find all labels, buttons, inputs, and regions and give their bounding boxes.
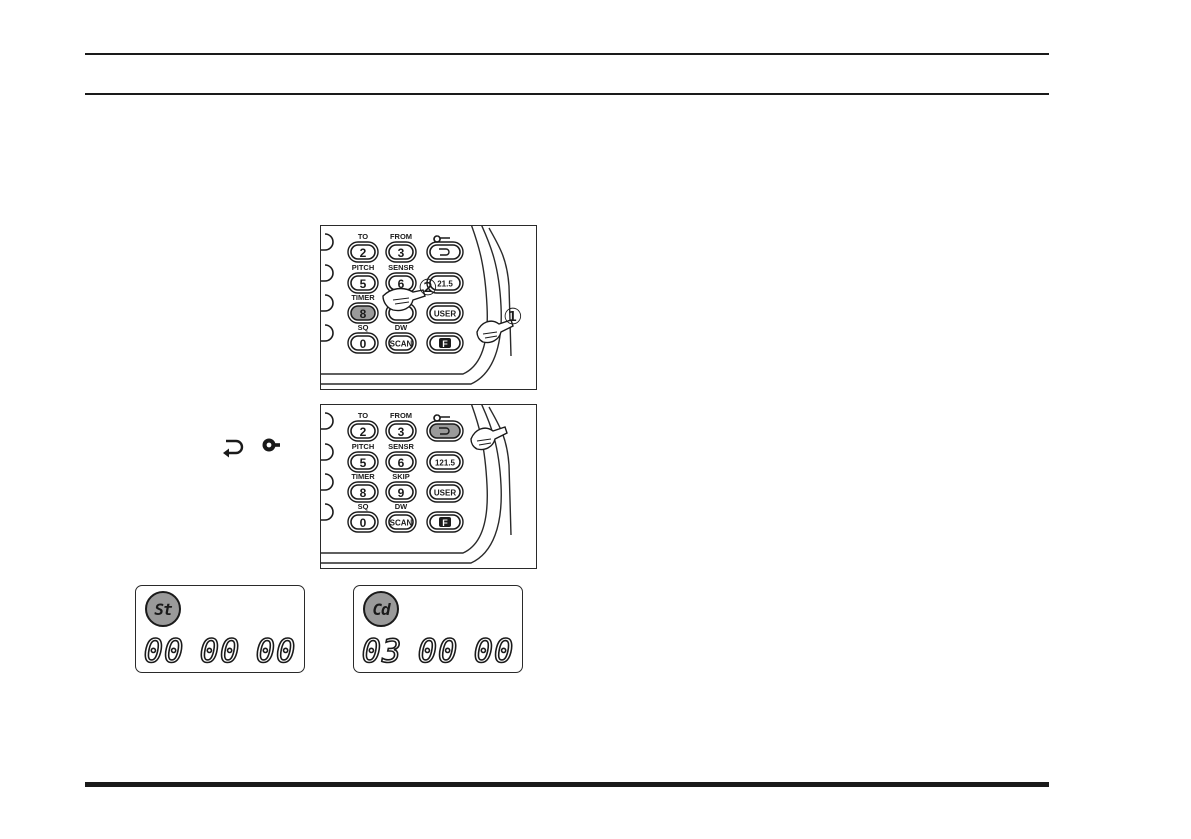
keypad-key-label: PITCH xyxy=(352,442,375,451)
key-icon xyxy=(434,415,450,421)
partial-key-edge xyxy=(321,295,333,311)
keypad-key-label: TIMER xyxy=(351,293,375,302)
partial-key-edge xyxy=(321,474,333,490)
keypad-key-label: TO xyxy=(358,232,368,241)
keypad-key-label: TO xyxy=(358,411,368,420)
lcd-display-stopwatch: St 00 00 00 xyxy=(135,585,305,673)
keypad-key-text: USER xyxy=(434,489,456,498)
time-readout: 00 00 00 xyxy=(136,632,304,670)
keypad-key-label: SQ xyxy=(358,502,369,511)
keypad-key-text: 0 xyxy=(360,516,367,530)
keypad-key-text: 3 xyxy=(398,246,405,260)
keypad-key-label: SENSR xyxy=(388,263,414,272)
callout-step-2: ② xyxy=(418,276,438,301)
keypad-key-label: SKIP xyxy=(392,472,410,481)
minutes-digits: 00 xyxy=(418,635,459,667)
keypad-key xyxy=(430,424,460,438)
keypad-illustration-step2: 2 TO 3 FROM 5 PITCH 6 SENSR 121.5 8 TIMER 9 SKIP USER… xyxy=(320,404,537,569)
pointing-hand-icon xyxy=(471,427,507,450)
hours-digits: 00 xyxy=(144,635,185,667)
keypad-key-text: 5 xyxy=(360,277,367,291)
return-arrow-icon xyxy=(223,441,242,458)
keypad-key-label: DW xyxy=(395,502,408,511)
keypad-key-text: F xyxy=(442,339,448,349)
partial-key-edge xyxy=(321,444,333,460)
keypad-key-label: SENSR xyxy=(388,442,414,451)
mode-indicator: Cd xyxy=(363,591,399,627)
keypad-key-label: FROM xyxy=(390,411,412,420)
keypad-key-label: DW xyxy=(395,323,408,332)
keypad-key-text: USER xyxy=(434,310,456,319)
partial-key-edge xyxy=(321,413,333,429)
keypad-key xyxy=(430,245,460,259)
keypad-key-text: 2 xyxy=(360,425,367,439)
keypad-key-label: TIMER xyxy=(351,472,375,481)
partial-key-edge xyxy=(321,325,333,341)
keypad-key-text: 8 xyxy=(360,486,367,500)
keypad-key-text: 8 xyxy=(360,307,367,321)
keypad-key-text: 5 xyxy=(360,456,367,470)
footer-rule xyxy=(85,782,1049,787)
keypad-key-text: 3 xyxy=(398,425,405,439)
keypad-key-text: 21.5 xyxy=(437,280,453,289)
callout-step-1: ① xyxy=(503,305,523,330)
partial-key-edge xyxy=(321,265,333,281)
keypad-svg-top: 2TO3FROM5PITCH6SENSR21.58TIMERUSER0SQSCA… xyxy=(321,226,537,390)
seconds-digits: 00 xyxy=(256,635,297,667)
keypad-key-text: 2 xyxy=(360,246,367,260)
header-rule-bottom xyxy=(85,93,1049,95)
keypad-key-text: SCAN xyxy=(390,519,413,528)
key-icon xyxy=(434,236,450,242)
keypad-key-text: 0 xyxy=(360,337,367,351)
mode-indicator: St xyxy=(145,591,181,627)
lcd-display-countdown: Cd 03 00 00 xyxy=(353,585,523,673)
icon-legend xyxy=(222,435,280,459)
keypad-key-text: SCAN xyxy=(390,340,413,349)
keypad-key-text: 6 xyxy=(398,456,405,470)
keypad-svg-bottom: 2 TO 3 FROM 5 PITCH 6 SENSR 121.5 8 TIMER 9 SKIP USER… xyxy=(321,405,537,569)
partial-key-edge xyxy=(321,234,333,250)
header-rule-top xyxy=(85,53,1049,55)
hours-digits: 03 xyxy=(362,635,403,667)
key-icon xyxy=(263,439,281,452)
keypad-key-label: PITCH xyxy=(352,263,375,272)
keypad-key-label: FROM xyxy=(390,232,412,241)
time-readout: 03 00 00 xyxy=(354,632,522,670)
seconds-digits: 00 xyxy=(474,635,515,667)
keypad-key-text: F xyxy=(442,518,448,528)
partial-key-edge xyxy=(321,504,333,520)
keypad-key-text: 9 xyxy=(398,486,405,500)
keypad-key-label: SQ xyxy=(358,323,369,332)
keypad-key-text: 121.5 xyxy=(435,459,456,468)
minutes-digits: 00 xyxy=(200,635,241,667)
